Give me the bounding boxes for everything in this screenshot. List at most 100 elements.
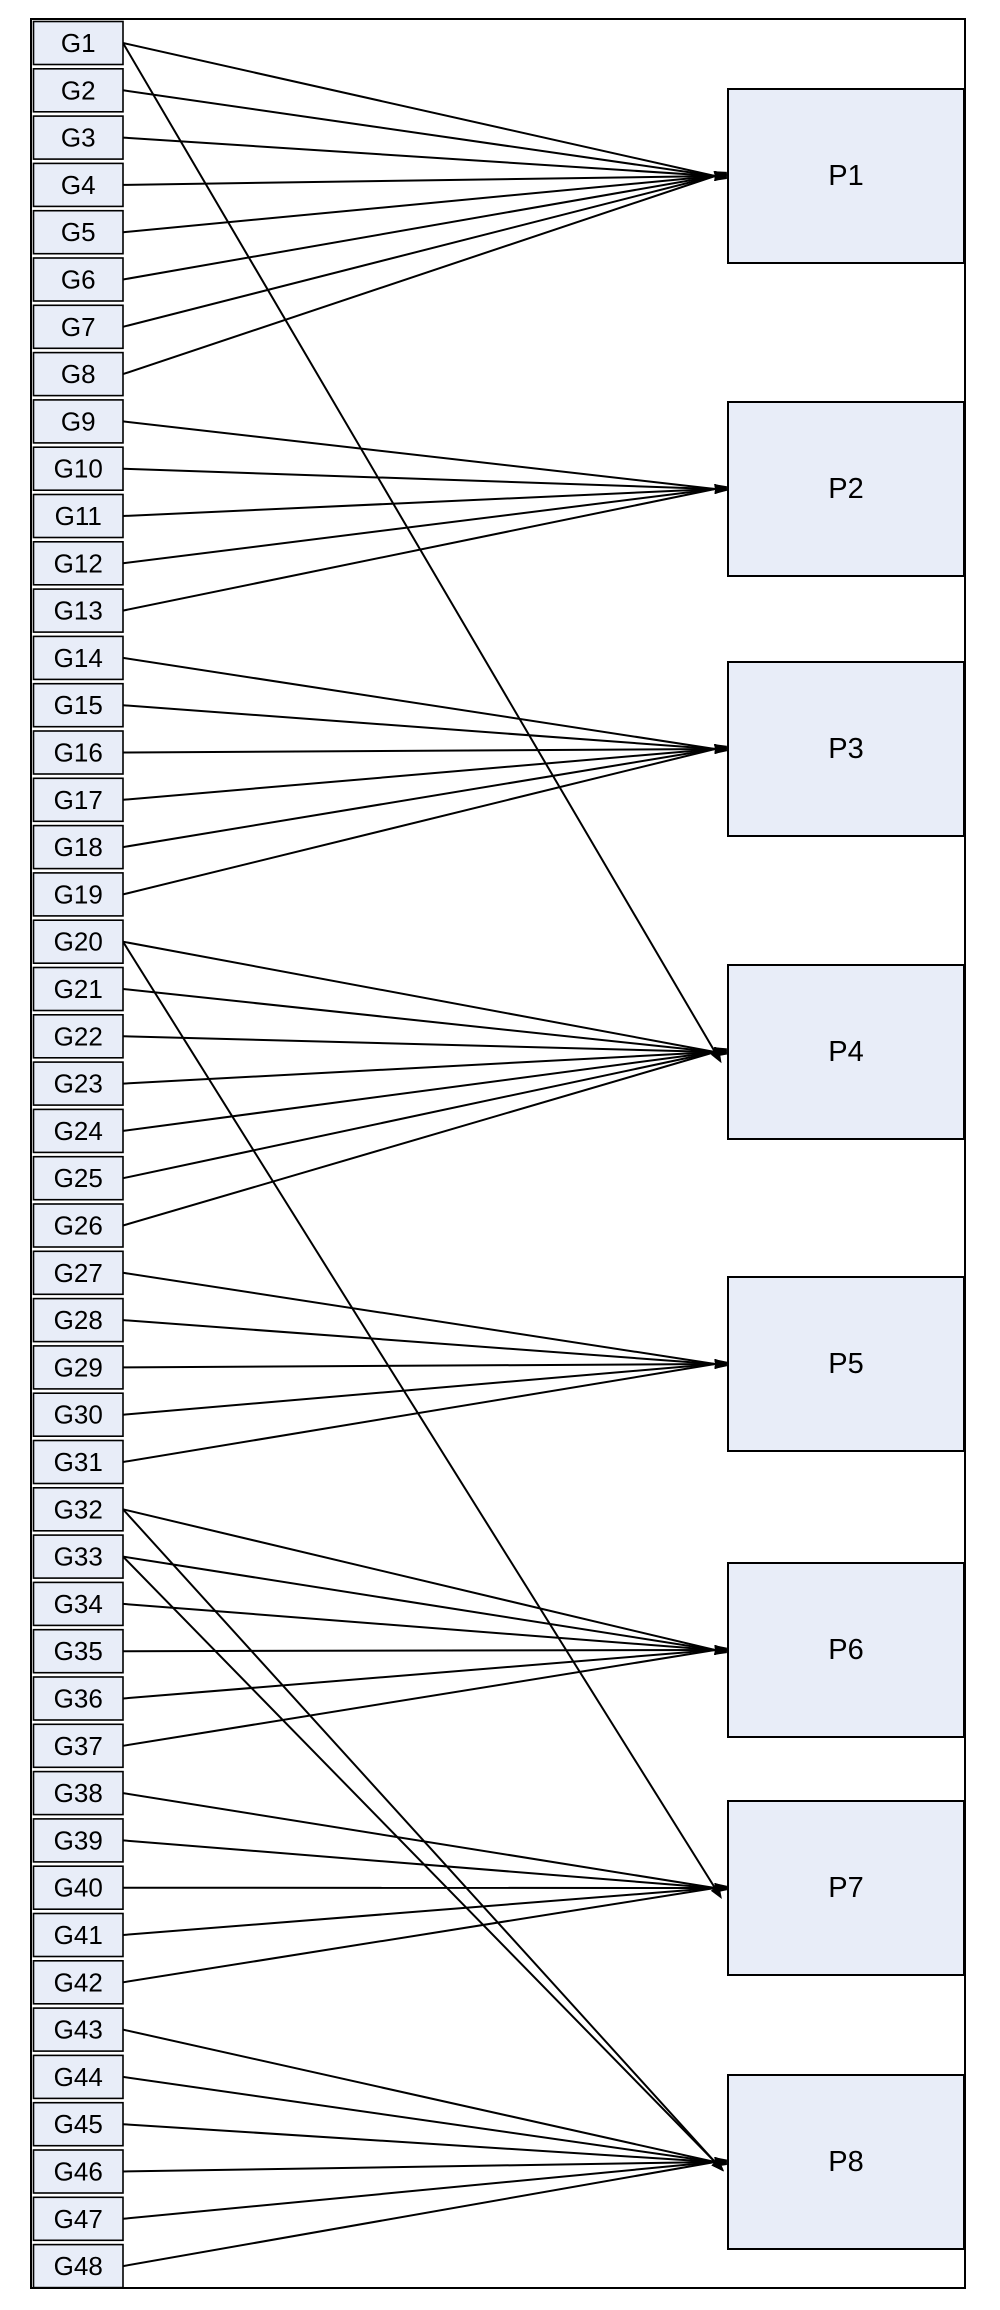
g-node-box-G32[interactable]	[32, 1487, 124, 1532]
g-node-box-G4[interactable]	[32, 162, 124, 208]
g-node-box-G26[interactable]	[32, 1203, 124, 1248]
g-node-G9[interactable]: G9	[32, 399, 124, 444]
g-node-G4[interactable]: G4	[32, 162, 124, 208]
g-node-box-G37[interactable]	[32, 1723, 124, 1769]
g-node-box-G43[interactable]	[32, 2007, 124, 2052]
p-node-P6[interactable]: P6	[727, 1562, 965, 1738]
g-node-G16[interactable]: G16	[32, 730, 124, 775]
g-node-G17[interactable]: G17	[32, 777, 124, 823]
g-node-G23[interactable]: G23	[32, 1061, 124, 1106]
p-node-P5[interactable]: P5	[727, 1276, 965, 1452]
g-node-box-G2[interactable]	[32, 68, 124, 113]
g-node-box-G3[interactable]	[32, 115, 124, 160]
g-node-box-G7[interactable]	[32, 304, 124, 350]
g-node-box-G46[interactable]	[32, 2149, 124, 2194]
g-node-G21[interactable]: G21	[32, 966, 124, 1012]
g-node-box-G1[interactable]	[32, 20, 124, 66]
g-node-box-G19[interactable]	[32, 872, 124, 917]
g-node-box-G42[interactable]	[32, 1960, 124, 2005]
g-node-G37[interactable]: G37	[32, 1723, 124, 1769]
g-node-G13[interactable]: G13	[32, 588, 124, 633]
g-node-box-G36[interactable]	[32, 1676, 124, 1721]
g-node-G45[interactable]: G45	[32, 2101, 124, 2147]
g-node-box-G31[interactable]	[32, 1439, 124, 1485]
p-node-P7[interactable]: P7	[727, 1800, 965, 1976]
g-node-G35[interactable]: G35	[32, 1628, 124, 1674]
g-node-G18[interactable]: G18	[32, 824, 124, 870]
g-node-G3[interactable]: G3	[32, 115, 124, 160]
g-node-box-G9[interactable]	[32, 399, 124, 444]
g-node-G15[interactable]: G15	[32, 682, 124, 728]
g-node-box-G13[interactable]	[32, 588, 124, 633]
g-node-box-G14[interactable]	[32, 635, 124, 681]
g-node-box-G44[interactable]	[32, 2054, 124, 2100]
p-node-box-P7[interactable]	[727, 1800, 965, 1976]
g-node-G42[interactable]: G42	[32, 1960, 124, 2005]
g-node-G29[interactable]: G29	[32, 1345, 124, 1390]
g-node-box-G40[interactable]	[32, 1865, 124, 1910]
p-node-P8[interactable]: P8	[727, 2074, 965, 2250]
g-node-box-G35[interactable]	[32, 1628, 124, 1674]
p-node-P2[interactable]: P2	[727, 401, 965, 577]
g-node-box-G47[interactable]	[32, 2196, 124, 2242]
g-node-box-G23[interactable]	[32, 1061, 124, 1106]
g-node-G5[interactable]: G5	[32, 209, 124, 255]
p-node-P4[interactable]: P4	[727, 964, 965, 1140]
g-node-box-G8[interactable]	[32, 351, 124, 397]
g-node-box-G27[interactable]	[32, 1250, 124, 1296]
g-node-box-G33[interactable]	[32, 1534, 124, 1579]
g-node-box-G45[interactable]	[32, 2101, 124, 2147]
g-node-G2[interactable]: G2	[32, 68, 124, 113]
g-node-box-G16[interactable]	[32, 730, 124, 775]
g-node-G26[interactable]: G26	[32, 1203, 124, 1248]
g-node-G28[interactable]: G28	[32, 1297, 124, 1343]
g-node-G19[interactable]: G19	[32, 872, 124, 917]
p-node-P3[interactable]: P3	[727, 661, 965, 837]
g-node-box-G15[interactable]	[32, 682, 124, 728]
g-node-box-G21[interactable]	[32, 966, 124, 1012]
g-node-box-G38[interactable]	[32, 1770, 124, 1816]
g-node-box-G20[interactable]	[32, 919, 124, 965]
g-node-G11[interactable]: G11	[32, 493, 124, 539]
g-node-box-G24[interactable]	[32, 1108, 124, 1154]
g-node-G48[interactable]: G48	[32, 2243, 124, 2289]
p-node-P1[interactable]: P1	[727, 88, 965, 264]
g-node-box-G22[interactable]	[32, 1013, 124, 1059]
g-node-G27[interactable]: G27	[32, 1250, 124, 1296]
g-node-G38[interactable]: G38	[32, 1770, 124, 1816]
g-node-G6[interactable]: G6	[32, 257, 124, 302]
g-node-G39[interactable]: G39	[32, 1818, 124, 1863]
g-node-G25[interactable]: G25	[32, 1155, 124, 1201]
g-node-box-G29[interactable]	[32, 1345, 124, 1390]
g-node-box-G34[interactable]	[32, 1581, 124, 1627]
g-node-G34[interactable]: G34	[32, 1581, 124, 1627]
g-node-box-G48[interactable]	[32, 2243, 124, 2289]
g-node-G44[interactable]: G44	[32, 2054, 124, 2100]
g-node-G7[interactable]: G7	[32, 304, 124, 350]
g-node-box-G28[interactable]	[32, 1297, 124, 1343]
g-node-box-G30[interactable]	[32, 1392, 124, 1437]
g-node-box-G41[interactable]	[32, 1912, 124, 1958]
p-node-box-P4[interactable]	[727, 964, 965, 1140]
g-node-G30[interactable]: G30	[32, 1392, 124, 1437]
g-node-G46[interactable]: G46	[32, 2149, 124, 2194]
p-node-box-P1[interactable]	[727, 88, 965, 264]
g-node-G12[interactable]: G12	[32, 540, 124, 586]
g-node-G24[interactable]: G24	[32, 1108, 124, 1154]
p-node-box-P8[interactable]	[727, 2074, 965, 2250]
g-node-G41[interactable]: G41	[32, 1912, 124, 1958]
g-node-box-G12[interactable]	[32, 540, 124, 586]
g-node-G32[interactable]: G32	[32, 1487, 124, 1532]
g-node-G36[interactable]: G36	[32, 1676, 124, 1721]
g-node-G22[interactable]: G22	[32, 1013, 124, 1059]
g-node-box-G39[interactable]	[32, 1818, 124, 1863]
g-node-G43[interactable]: G43	[32, 2007, 124, 2052]
g-node-G47[interactable]: G47	[32, 2196, 124, 2242]
g-node-G20[interactable]: G20	[32, 919, 124, 965]
g-node-box-G17[interactable]	[32, 777, 124, 823]
g-node-box-G25[interactable]	[32, 1155, 124, 1201]
g-node-G1[interactable]: G1	[32, 20, 124, 66]
g-node-G14[interactable]: G14	[32, 635, 124, 681]
g-node-box-G5[interactable]	[32, 209, 124, 255]
p-node-box-P5[interactable]	[727, 1276, 965, 1452]
